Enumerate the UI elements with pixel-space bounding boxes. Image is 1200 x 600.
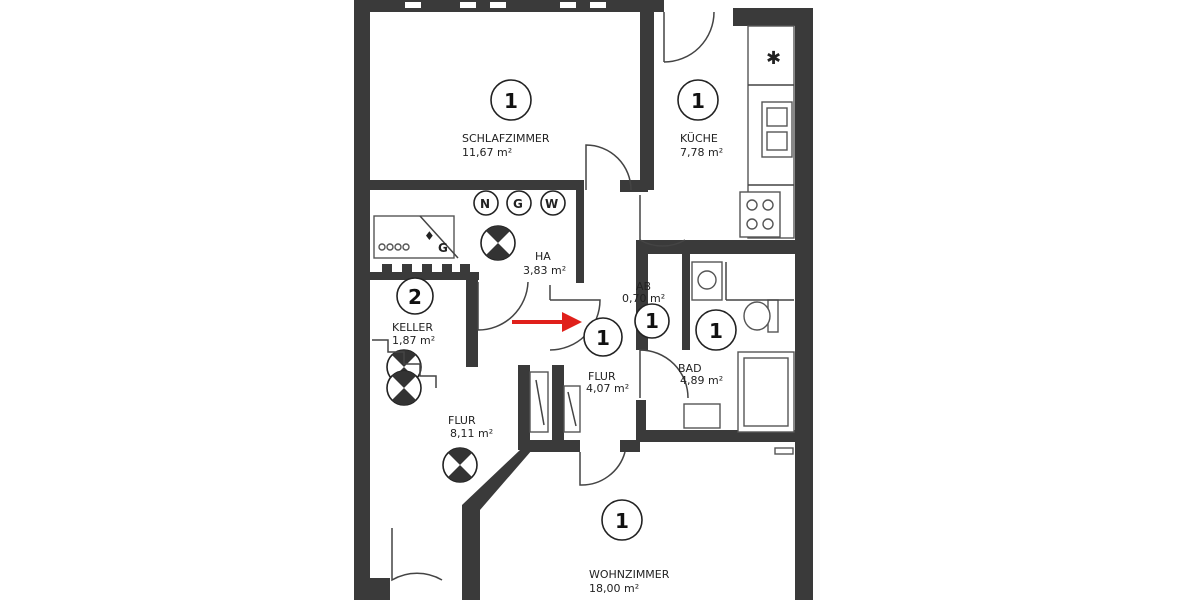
- stove-star-icon: ✱: [766, 48, 781, 69]
- lamp-icon: [480, 225, 516, 261]
- room-name: FLUR: [588, 370, 616, 383]
- room-number: 2: [408, 285, 422, 309]
- room-number: 1: [645, 309, 659, 333]
- red-arrow-icon: [512, 312, 582, 332]
- washbasin-icon: [683, 403, 721, 429]
- room-keller: 2 KELLER 1,87 m²: [392, 277, 435, 347]
- bathroom-fixtures: [683, 261, 795, 455]
- room-area: 1,87 m²: [392, 334, 435, 347]
- room-ab: AB 0,70 m² 1: [622, 280, 670, 339]
- room-name: BAD: [678, 362, 702, 375]
- cooktop-icon: [739, 191, 781, 238]
- room-area: 4,89 m²: [680, 374, 723, 387]
- room-name: WOHNZIMMER: [589, 568, 670, 581]
- lamp-icon: [386, 370, 422, 406]
- wardrobes: [529, 371, 581, 433]
- svg-text:N: N: [480, 197, 490, 211]
- meter-n-icon: [473, 190, 499, 216]
- room-ha: HA 3,83 m²: [523, 250, 566, 277]
- svg-text:W: W: [545, 197, 558, 211]
- room-area: 3,83 m²: [523, 264, 566, 277]
- room-number: 1: [691, 89, 705, 113]
- room-name: KELLER: [392, 321, 433, 334]
- room-number: 1: [709, 319, 723, 343]
- room-name: KÜCHE: [680, 132, 718, 145]
- room-wohnzimmer: 1 WOHNZIMMER 18,00 m²: [589, 499, 670, 595]
- keller-g-label: G: [438, 241, 448, 255]
- window-marks: [405, 2, 606, 8]
- kitchen-fixtures: ✱: [739, 25, 795, 239]
- room-flur-large: FLUR 8,11 m²: [448, 414, 493, 440]
- room-number: 1: [504, 89, 518, 113]
- meter-g-icon: [506, 190, 532, 216]
- room-area: 11,67 m²: [462, 146, 512, 159]
- room-schlafzimmer: 1 SCHLAFZIMMER 11,67 m²: [462, 79, 550, 159]
- room-kueche: 1 KÜCHE 7,78 m²: [677, 79, 723, 159]
- room-area: 0,70 m²: [622, 292, 665, 305]
- room-area: 8,11 m²: [450, 427, 493, 440]
- stairs: [372, 339, 437, 388]
- room-number: 1: [615, 509, 629, 533]
- room-number: 1: [596, 326, 610, 350]
- meters: N G W: [473, 190, 566, 216]
- ceiling-lamps: [386, 225, 516, 483]
- meter-w-icon: [540, 190, 566, 216]
- room-name: FLUR: [448, 414, 476, 427]
- room-bad: 1 BAD 4,89 m²: [678, 309, 737, 387]
- lamp-icon: [442, 447, 478, 483]
- door-swings: [391, 11, 715, 582]
- room-area: 18,00 m²: [589, 582, 639, 595]
- room-area: 7,78 m²: [680, 146, 723, 159]
- room-name: AB: [636, 280, 651, 293]
- utility-fixtures: G ♦: [373, 215, 470, 272]
- room-name: SCHLAFZIMMER: [462, 132, 550, 145]
- svg-text:♦: ♦: [424, 229, 435, 243]
- svg-text:G: G: [513, 197, 523, 211]
- room-name: HA: [535, 250, 551, 263]
- room-area: 4,07 m²: [586, 382, 629, 395]
- room-flur-small: 1 FLUR 4,07 m²: [583, 317, 629, 395]
